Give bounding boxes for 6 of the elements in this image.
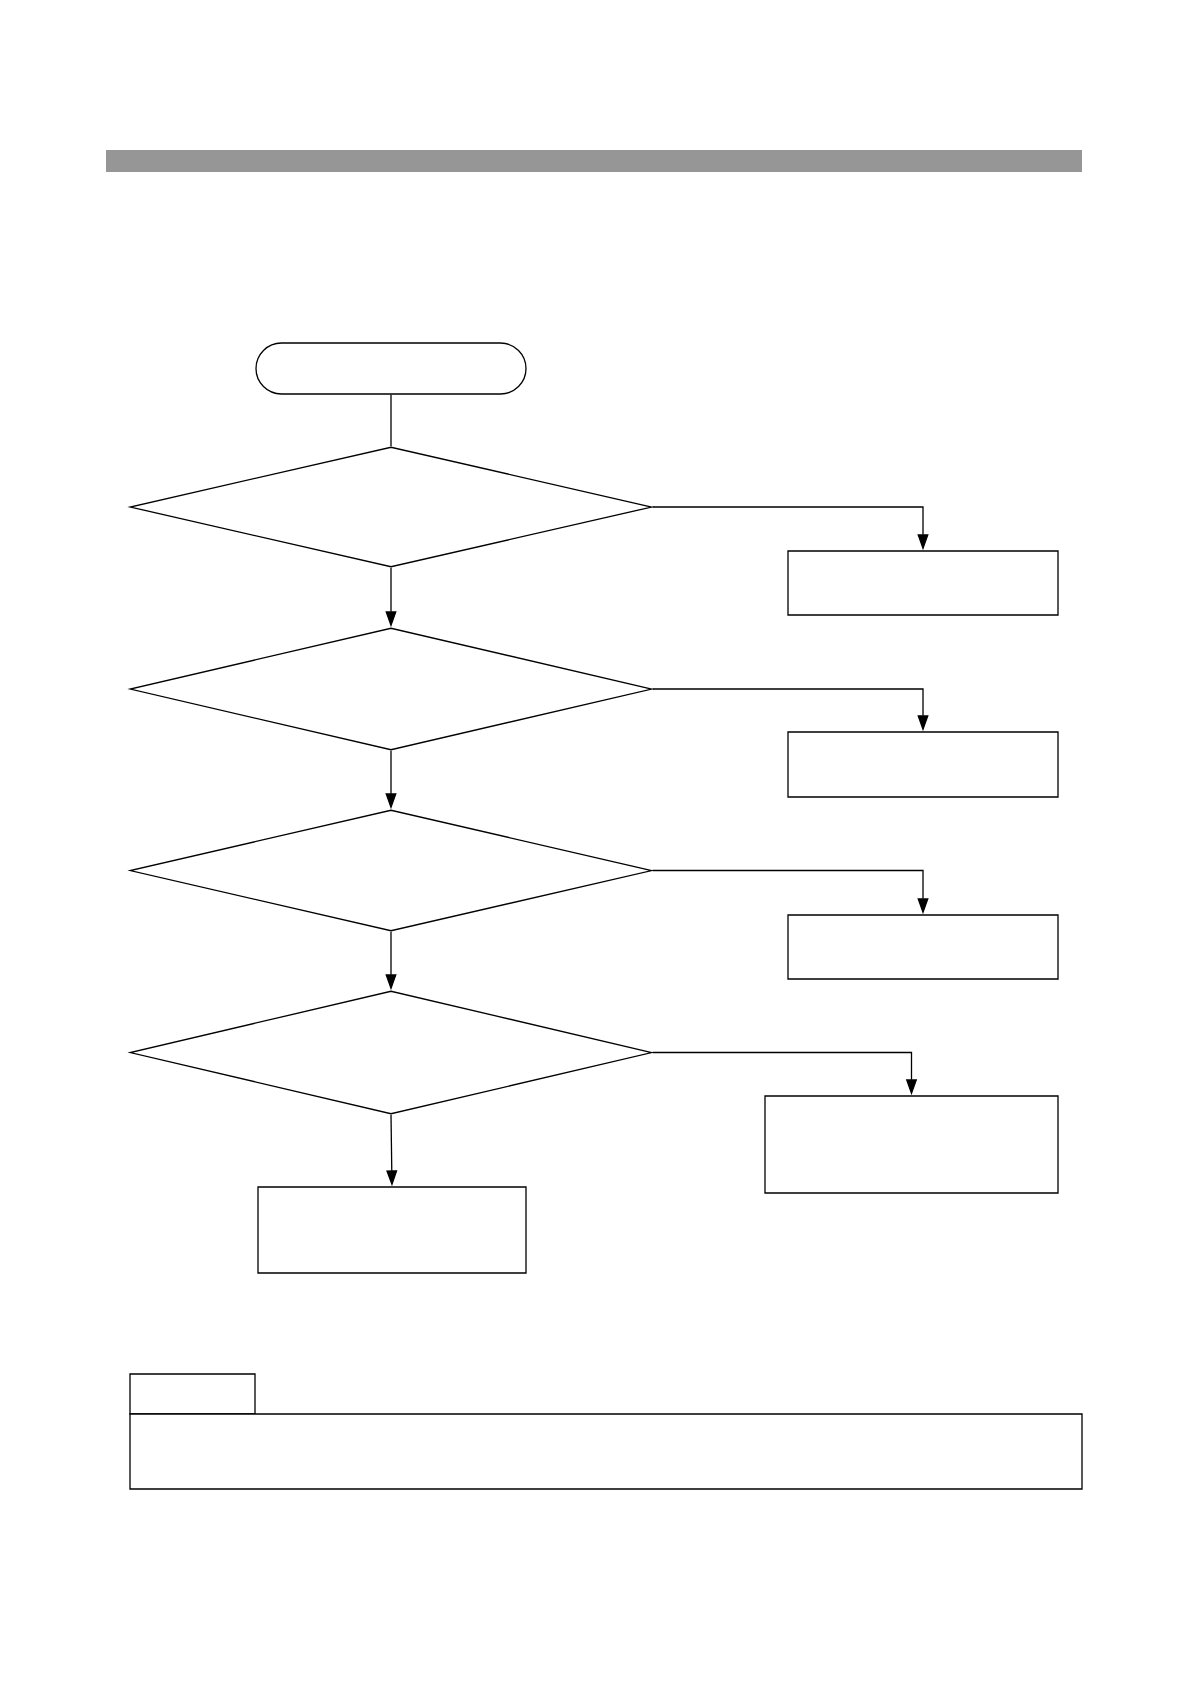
process-box xyxy=(257,1186,527,1274)
process-box xyxy=(787,731,1059,798)
tab-box xyxy=(129,1373,256,1415)
process-box xyxy=(787,550,1059,616)
process-box xyxy=(764,1095,1059,1194)
process-box xyxy=(787,914,1059,980)
